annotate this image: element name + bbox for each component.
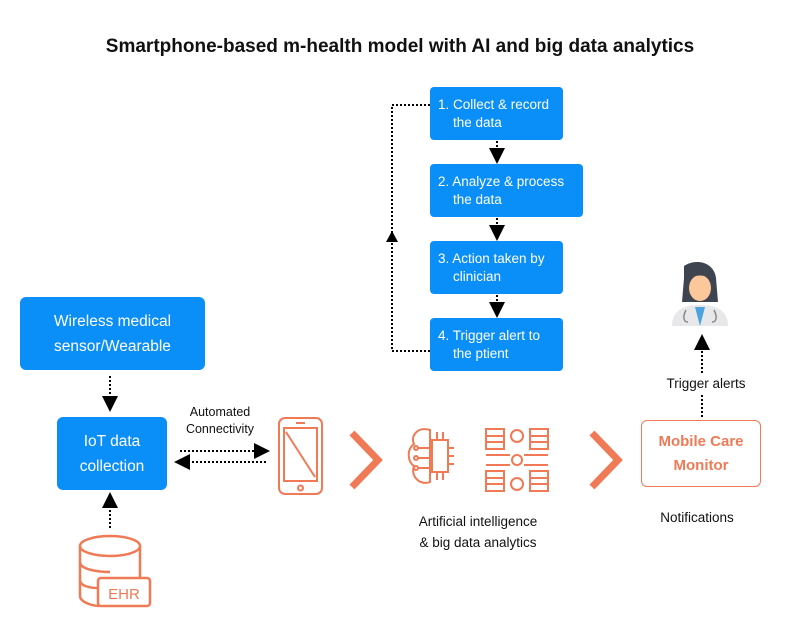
wireless-line2: sensor/Wearable <box>54 337 171 355</box>
step-3-line1: 3. Action taken by <box>438 251 545 266</box>
loop-line <box>391 104 430 352</box>
step-3-box: 3. Action taken by clinician <box>430 241 563 294</box>
step-4-line1: 4. Trigger alert to <box>438 328 541 343</box>
mobile-care-monitor-box: Mobile Care Monitor <box>641 420 761 487</box>
doctor-icon <box>672 262 728 326</box>
step-1-box: 1. Collect & record the data <box>430 87 563 140</box>
page-title: Smartphone-based m-health model with AI … <box>105 36 695 57</box>
connectivity-line1: Automated <box>189 405 251 419</box>
step-2-line1: 2. Analyze & process <box>438 174 565 189</box>
connectivity-line2: Connectivity <box>185 422 255 436</box>
big-data-network-icon <box>485 428 549 492</box>
loop-arrowhead-icon <box>386 231 398 242</box>
monitor-line2: Monitor <box>673 456 729 474</box>
ai-brain-chip-icon <box>407 428 454 484</box>
ehr-label: EHR <box>108 586 140 603</box>
notifications-label: Notifications <box>660 510 734 525</box>
wireless-sensor-box: Wireless medical sensor/Wearable <box>20 297 205 370</box>
chevron-right-icon <box>589 430 623 490</box>
step-4-box: 4. Trigger alert to the ptient <box>430 318 563 371</box>
step-4-line2: the ptient <box>453 346 509 361</box>
ai-line2: & big data analytics <box>419 535 537 550</box>
iot-line2: collection <box>79 457 145 475</box>
ehr-database-icon <box>78 534 152 608</box>
ai-label: Artificial intelligence & big data analy… <box>398 511 558 553</box>
step-3-line2: clinician <box>453 269 502 284</box>
step-1-line1: 1. Collect & record <box>438 97 550 112</box>
wireless-line1: Wireless medical <box>53 312 172 330</box>
step-1-line2: the data <box>453 115 502 130</box>
step-2-box: 2. Analyze & process the data <box>430 164 583 217</box>
trigger-alerts-label: Trigger alerts <box>646 374 766 393</box>
chevron-right-icon <box>349 430 383 490</box>
iot-collection-box: IoT data collection <box>57 417 167 490</box>
connectivity-label: Automated Connectivity <box>170 404 270 438</box>
step-2-line2: the data <box>453 192 502 207</box>
monitor-line1: Mobile Care <box>658 432 744 450</box>
iot-line1: IoT data <box>83 432 141 450</box>
smartphone-icon <box>278 417 323 495</box>
ai-line1: Artificial intelligence <box>418 514 538 529</box>
